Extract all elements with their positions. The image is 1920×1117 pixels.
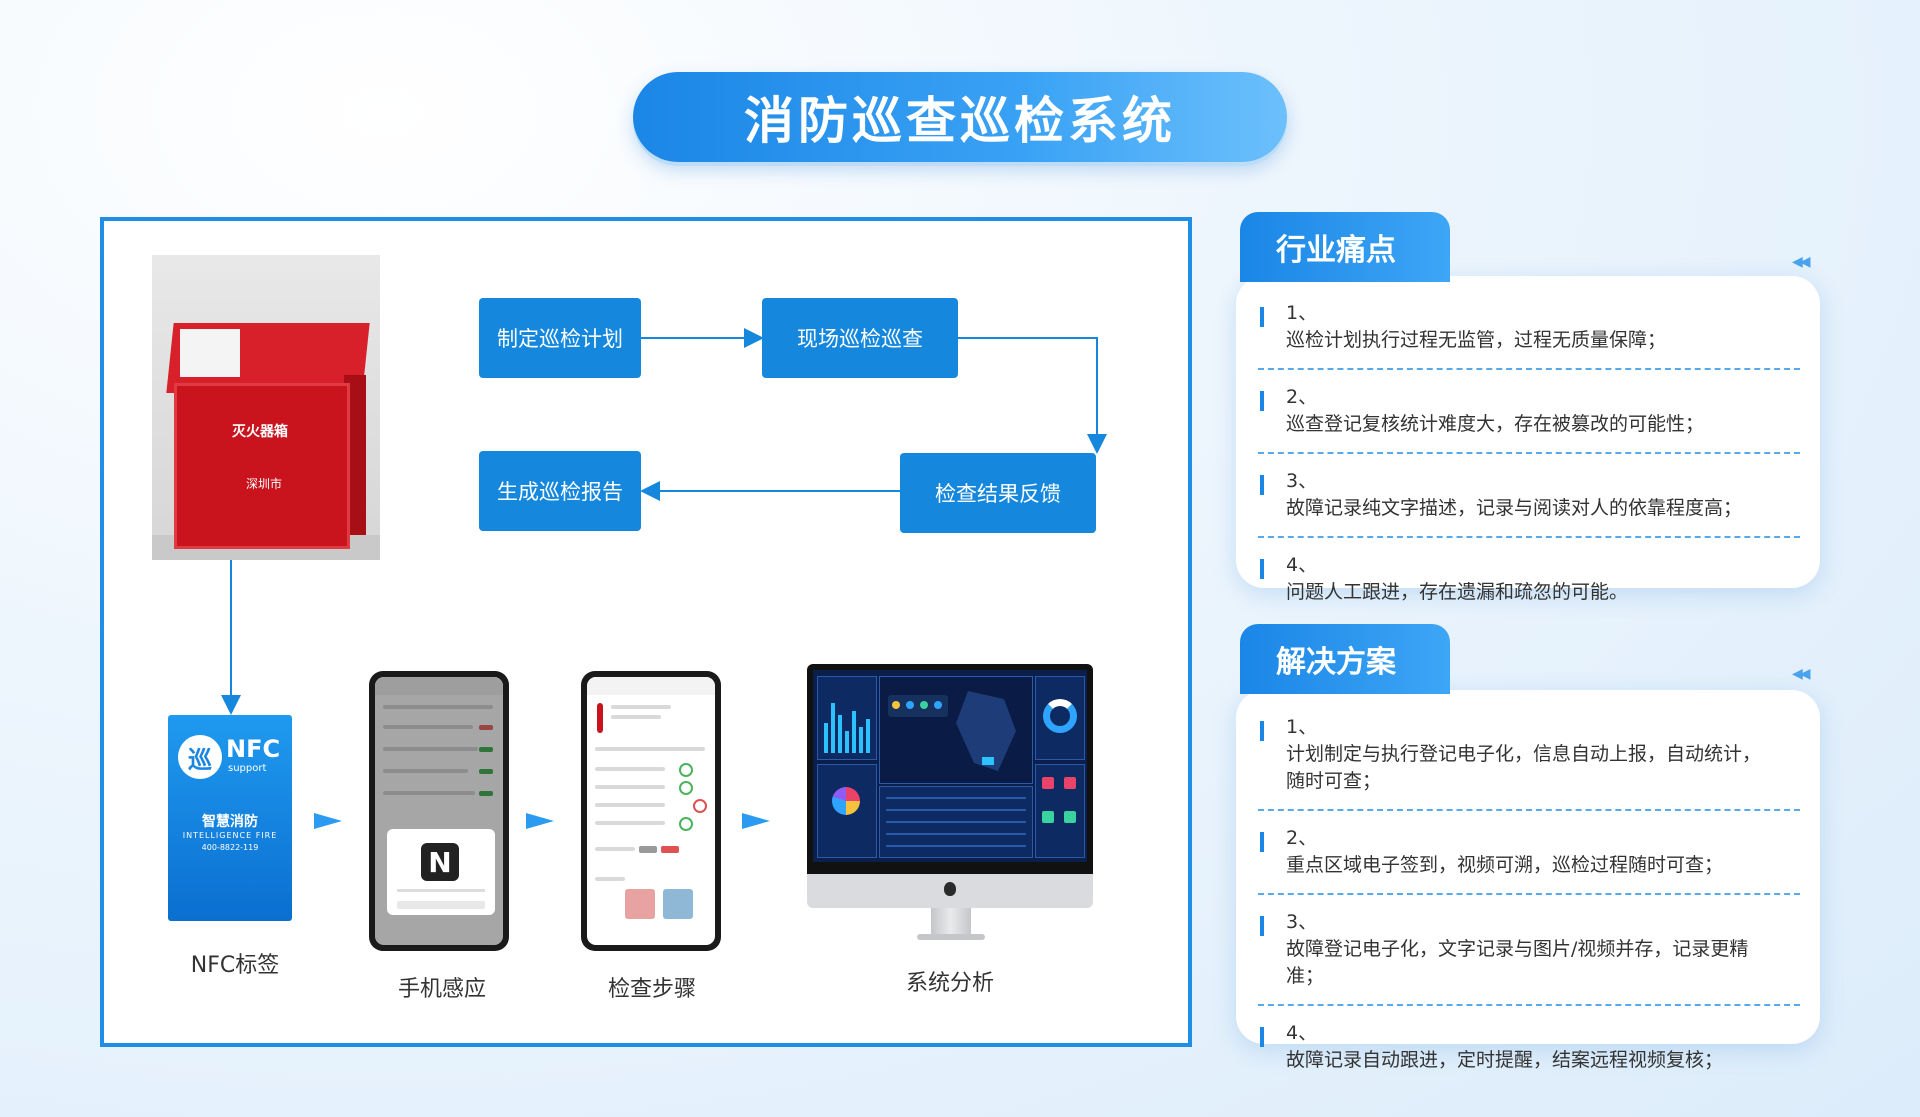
dash-pie-card <box>817 764 877 858</box>
check-icon <box>679 763 693 777</box>
nfc-card-name: 智慧消防 <box>202 814 258 830</box>
arrow-steps-to-system-tail <box>742 818 756 824</box>
step-label-phone: 手机感应 <box>397 977 486 1002</box>
dash-donut-card <box>1035 676 1085 760</box>
nfc-card-phone: 400-8822-119 <box>201 843 259 852</box>
nfc-tag-card: 巡 NFC support 智慧消防 INTELLIGENCE FIRE 400… <box>168 715 292 921</box>
pain-point-item: 4、问题人工跟进，存在遗漏和疏忽的可能。 <box>1258 538 1800 620</box>
chevron-left-icon: ◀◀ <box>1792 666 1810 682</box>
step-label-system: 系统分析 <box>905 971 994 996</box>
monitor-dashboard <box>813 670 1087 862</box>
pain-points-card: 1、巡检计划执行过程无监管，过程无质量保障； 2、巡查登记复核统计难度大，存在被… <box>1236 276 1820 603</box>
phone-screen: N <box>375 677 503 945</box>
flow-step-inspect: 现场巡检巡查 <box>762 298 958 378</box>
desktop-monitor <box>807 664 1093 948</box>
solution-item: 2、重点区域电子签到，视频可溯，巡检过程随时可查； <box>1258 811 1800 895</box>
dash-table-card <box>879 786 1033 858</box>
monitor-stand <box>931 908 971 938</box>
pain-point-item: 1、巡检计划执行过程无监管，过程无质量保障； <box>1258 286 1800 370</box>
nfc-card-name-en: INTELLIGENCE FIRE <box>182 831 278 840</box>
arrow-nfc-to-phone-tail <box>314 818 328 824</box>
flow-step-feedback: 检查结果反馈 <box>900 453 1096 533</box>
step-label-nfc: NFC标签 <box>190 953 280 978</box>
fire-extinguisher-box-photo: 灭火器箱 深圳市 <box>152 255 380 560</box>
dash-map-card <box>879 676 1033 784</box>
monitor-base <box>917 934 985 940</box>
chevron-left-icon: ◀◀ <box>1792 254 1810 270</box>
page-title: 消防巡查巡检系统 <box>633 72 1287 162</box>
process-panel: 灭火器箱 深圳市 制定巡检计划 现场巡检巡查 检查结果反馈 生成巡检报告 巡 N… <box>100 217 1192 1047</box>
fire-box-city: 深圳市 <box>246 477 283 491</box>
flow-step-report: 生成巡检报告 <box>479 451 641 531</box>
solutions-card: 1、计划制定与执行登记电子化，信息自动上报，自动统计，随时可查； 2、重点区域电… <box>1236 690 1820 1071</box>
nfc-n-icon: N <box>421 843 459 881</box>
flow-step-plan: 制定巡检计划 <box>479 298 641 378</box>
nfc-logo-icon: 巡 <box>178 735 222 779</box>
solution-item: 1、计划制定与执行登记电子化，信息自动上报，自动统计，随时可查； <box>1258 700 1800 811</box>
arrow-inspect-to-feedback <box>958 337 1107 454</box>
check-icon <box>679 817 693 831</box>
phone-header <box>375 677 503 695</box>
phone-check-steps <box>581 671 721 951</box>
check-icon <box>679 781 693 795</box>
step-label-check: 检查步骤 <box>607 977 696 1002</box>
pain-point-item: 3、故障记录纯文字描述，记录与阅读对人的依靠程度高； <box>1258 454 1800 538</box>
solution-item: 3、故障登记电子化，文字记录与图片/视频并存，记录更精准； <box>1258 895 1800 1006</box>
pain-points-heading: 行业痛点 <box>1240 212 1450 282</box>
pain-point-item: 2、巡查登记复核统计难度大，存在被篡改的可能性； <box>1258 370 1800 454</box>
nfc-logo-text: NFC <box>226 735 281 763</box>
dash-bar-card <box>817 676 877 760</box>
error-icon <box>693 799 707 813</box>
apple-logo-icon <box>944 882 956 896</box>
box-body <box>174 383 350 549</box>
photo-thumb <box>663 889 693 919</box>
nfc-logo-sub: support <box>228 763 267 774</box>
dash-icons-card <box>1035 764 1085 858</box>
fire-extinguisher-icon <box>597 703 603 733</box>
arrow-phone-to-steps-tail <box>526 818 540 824</box>
fire-box-label: 灭火器箱 <box>232 424 288 440</box>
phone-nfc-scan: N <box>369 671 509 951</box>
solutions-heading: 解决方案 <box>1240 624 1450 694</box>
flow-connectors <box>221 328 1107 829</box>
nfc-sticker <box>180 329 240 377</box>
photo-thumb <box>625 889 655 919</box>
nfc-scan-popup: N <box>387 829 495 915</box>
solution-item: 4、故障记录自动跟进，定时提醒，结案远程视频复核； <box>1258 1006 1800 1088</box>
phone-screen-steps <box>587 677 715 945</box>
